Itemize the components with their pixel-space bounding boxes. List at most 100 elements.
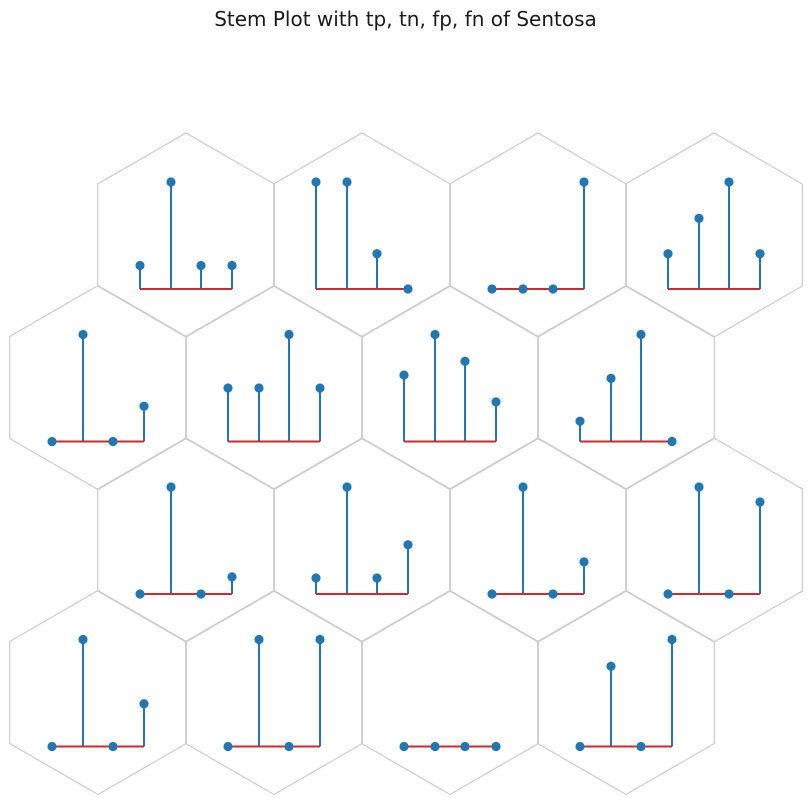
hexagon-cell-10 — [449, 437, 627, 643]
hexagon-cell-13 — [185, 589, 363, 796]
stem-marker — [78, 329, 88, 340]
stem-marker — [548, 284, 558, 294]
stem-marker — [518, 482, 528, 492]
stem-marker — [196, 260, 206, 271]
stem-marker — [579, 557, 589, 567]
stem-marker — [315, 383, 325, 393]
stem-marker — [491, 741, 501, 752]
stem-marker — [223, 741, 233, 752]
stem-panel-9 — [311, 482, 413, 595]
stem-marker — [575, 741, 585, 752]
stem-marker — [430, 741, 440, 752]
stem-panel-5 — [223, 329, 325, 443]
stem-marker — [108, 741, 118, 752]
hexagon-cell-9 — [273, 437, 451, 643]
stem-layer — [47, 177, 765, 752]
stem-marker — [399, 370, 409, 380]
hexagon-cell-15 — [537, 589, 715, 796]
stem-marker — [254, 383, 264, 393]
stem-marker — [548, 589, 558, 599]
stem-marker — [372, 573, 382, 583]
stem-panel-15 — [575, 634, 677, 752]
stem-marker — [487, 284, 497, 294]
stem-panel-12 — [47, 634, 149, 752]
stem-marker — [135, 260, 145, 271]
stem-panel-8 — [135, 482, 237, 599]
hexagon-cell-4 — [9, 284, 187, 491]
stem-marker — [755, 497, 765, 507]
stem-marker — [694, 482, 704, 492]
hexagon-cell-12 — [9, 589, 187, 796]
stem-marker — [663, 589, 673, 599]
hexagon-cell-2 — [449, 132, 627, 338]
stem-marker — [254, 634, 264, 645]
stem-marker — [284, 741, 294, 752]
stem-marker — [311, 177, 321, 187]
stem-marker — [724, 177, 734, 187]
stem-marker — [315, 634, 325, 645]
stem-panel-10 — [487, 482, 589, 599]
hexagon-layer — [9, 132, 803, 796]
stem-panel-3 — [663, 177, 765, 290]
stem-marker — [108, 436, 118, 447]
stem-panel-6 — [399, 329, 501, 443]
stem-marker — [667, 436, 677, 447]
stem-marker — [399, 741, 409, 752]
stem-marker — [166, 177, 176, 187]
stem-marker — [47, 436, 57, 447]
hexagon-cell-7 — [537, 284, 715, 491]
stem-marker — [78, 634, 88, 645]
stem-marker — [575, 416, 585, 426]
stem-marker — [47, 741, 57, 752]
stem-marker — [311, 573, 321, 583]
stem-marker — [227, 572, 237, 582]
stem-panel-11 — [663, 482, 765, 599]
stem-marker — [227, 260, 237, 271]
hexagon-cell-11 — [625, 437, 803, 643]
stem-panel-1 — [311, 177, 413, 294]
stem-marker — [342, 482, 352, 492]
stem-marker — [223, 383, 233, 393]
stem-marker — [487, 589, 497, 599]
hexagon-cell-14 — [361, 589, 539, 796]
stem-panel-0 — [135, 177, 237, 290]
stem-panel-2 — [487, 177, 589, 294]
stem-panel-14 — [399, 741, 501, 752]
stem-marker — [139, 401, 149, 411]
stem-marker — [372, 249, 382, 259]
stem-marker — [636, 741, 646, 752]
stem-marker — [460, 356, 470, 366]
stem-marker — [579, 177, 589, 187]
stem-marker — [135, 589, 145, 599]
hexagon-cell-5 — [185, 284, 363, 491]
hexagon-cell-1 — [273, 132, 451, 338]
hexagon-cell-8 — [97, 437, 275, 643]
stem-marker — [139, 699, 149, 709]
hexagon-cell-0 — [97, 132, 275, 338]
stem-panel-13 — [223, 634, 325, 752]
stem-marker — [518, 284, 528, 294]
stem-marker — [196, 589, 206, 599]
stem-marker — [284, 329, 294, 340]
stem-marker — [755, 249, 765, 259]
stem-marker — [403, 540, 413, 550]
stem-marker — [667, 634, 677, 645]
stem-panel-4 — [47, 329, 149, 447]
stem-marker — [606, 373, 616, 383]
hexagon-cell-3 — [625, 132, 803, 338]
stem-marker — [724, 589, 734, 599]
stem-marker — [663, 249, 673, 259]
stem-marker — [342, 177, 352, 187]
stem-marker — [636, 329, 646, 340]
chart-title: Stem Plot with tp, tn, fp, fn of Sentosa — [214, 7, 597, 31]
hexagon-cell-6 — [361, 284, 539, 491]
stem-marker — [166, 482, 176, 492]
stem-marker — [491, 397, 501, 407]
stem-marker — [460, 741, 470, 752]
stem-marker — [694, 213, 704, 223]
stem-marker — [606, 661, 616, 671]
stem-marker — [430, 329, 440, 340]
stem-panel-7 — [575, 329, 677, 447]
stem-marker — [403, 284, 413, 294]
